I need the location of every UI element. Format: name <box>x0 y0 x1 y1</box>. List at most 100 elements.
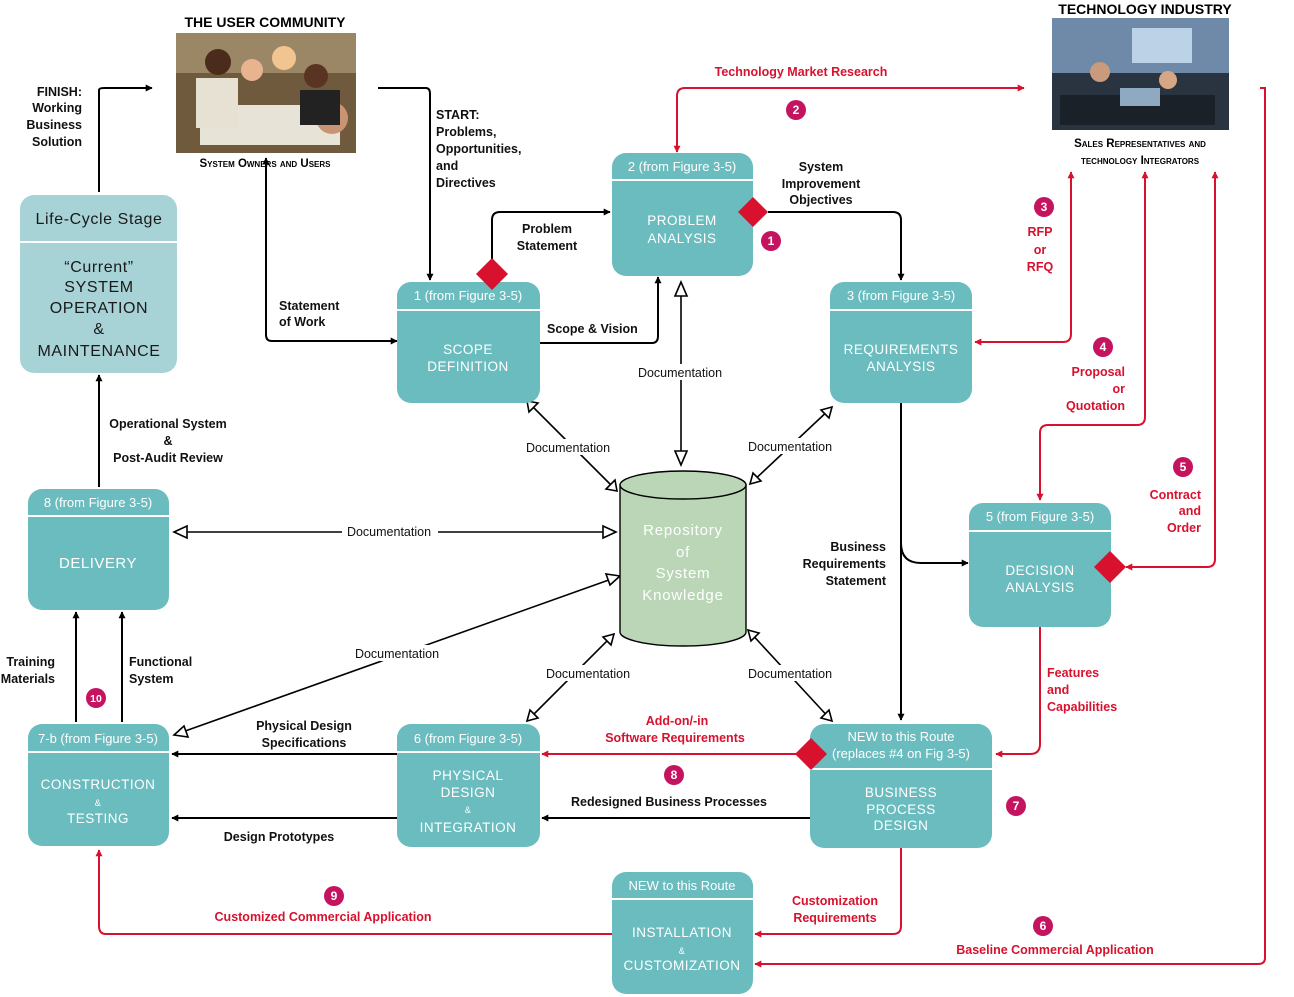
svg-text:Problem: Problem <box>522 222 572 236</box>
svg-text:BUSINESS: BUSINESS <box>865 785 937 800</box>
svg-text:5 (from Figure 3-5): 5 (from Figure 3-5) <box>986 509 1094 524</box>
svg-text:and: and <box>1047 683 1069 697</box>
svg-text:Documentation: Documentation <box>347 525 431 539</box>
stage-requirements-analysis[interactable]: 3 (from Figure 3-5) REQUIREMENTS ANALYSI… <box>830 282 972 403</box>
stage-delivery[interactable]: 8 (from Figure 3-5) DELIVERY <box>28 489 169 610</box>
svg-text:Post-Audit Review: Post-Audit Review <box>113 451 223 465</box>
svg-text:Solution: Solution <box>32 135 82 149</box>
svg-text:Business: Business <box>830 540 886 554</box>
svg-text:ANALYSIS: ANALYSIS <box>866 359 935 374</box>
svg-text:Requirements: Requirements <box>793 911 876 925</box>
stage-installation-customization[interactable]: NEW to this Route INSTALLATION & CUSTOMI… <box>612 872 753 994</box>
svg-text:SCOPE: SCOPE <box>443 342 493 357</box>
svg-text:3: 3 <box>1041 200 1048 214</box>
svg-text:Improvement: Improvement <box>782 177 861 191</box>
svg-text:Customization: Customization <box>792 894 878 908</box>
svg-text:CONSTRUCTION: CONSTRUCTION <box>41 777 156 792</box>
svg-text:of Work: of Work <box>279 315 325 329</box>
black-flows <box>72 84 969 822</box>
svg-text:and: and <box>1179 504 1201 518</box>
stage-scope-definition[interactable]: 1 (from Figure 3-5) SCOPE DEFINITION <box>397 282 540 403</box>
svg-text:Design Prototypes: Design Prototypes <box>224 830 334 844</box>
svg-text:Business: Business <box>26 118 82 132</box>
marker-6: 6 <box>1033 916 1053 936</box>
step-markers: 1 2 3 4 5 6 7 8 9 10 <box>86 100 1193 936</box>
stage-problem-analysis[interactable]: 2 (from Figure 3-5) PROBLEM ANALYSIS <box>612 153 753 276</box>
svg-text:OPERATION: OPERATION <box>50 300 148 317</box>
lifecycle-header: Life-Cycle Stage <box>36 211 163 228</box>
svg-text:Statement: Statement <box>279 299 340 313</box>
svg-text:Customized Commercial Applicat: Customized Commercial Application <box>215 910 432 924</box>
svg-text:Scope & Vision: Scope & Vision <box>547 322 638 336</box>
marker-4: 4 <box>1093 337 1113 357</box>
svg-text:Repository: Repository <box>643 522 723 539</box>
svg-text:START:: START: <box>436 108 480 122</box>
svg-text:Problems,: Problems, <box>436 125 496 139</box>
stage-decision-analysis[interactable]: 5 (from Figure 3-5) DECISION ANALYSIS <box>969 503 1111 627</box>
svg-text:6: 6 <box>1040 919 1047 933</box>
svg-text:Training: Training <box>6 655 55 669</box>
svg-text:SYSTEM: SYSTEM <box>64 279 133 296</box>
svg-text:Functional: Functional <box>129 655 192 669</box>
svg-text:7-b (from Figure 3-5): 7-b (from Figure 3-5) <box>38 731 158 746</box>
svg-text:Documentation: Documentation <box>748 667 832 681</box>
marker-2: 2 <box>786 100 806 120</box>
svg-text:Order: Order <box>1167 521 1201 535</box>
svg-text:or: or <box>1034 243 1047 257</box>
svg-text:Working: Working <box>32 101 82 115</box>
svg-text:of: of <box>676 544 690 561</box>
svg-text:Redesigned Business Processes: Redesigned Business Processes <box>571 795 767 809</box>
svg-text:FINISH:: FINISH: <box>37 85 82 99</box>
svg-text:8: 8 <box>671 768 678 782</box>
svg-text:4: 4 <box>1100 340 1107 354</box>
marker-1: 1 <box>761 231 781 251</box>
technology-industry-title: TECHNOLOGY INDUSTRY <box>1058 1 1232 17</box>
svg-text:1 (from Figure 3-5): 1 (from Figure 3-5) <box>414 288 522 303</box>
svg-text:Baseline Commercial Applicatio: Baseline Commercial Application <box>956 943 1154 957</box>
red-flow-labels: Technology Market Research RFP or RFQ Pr… <box>215 65 1202 957</box>
svg-text:5: 5 <box>1180 460 1187 474</box>
stage-business-process-design[interactable]: NEW to this Route (replaces #4 on Fig 3-… <box>810 724 992 848</box>
svg-text:CUSTOMIZATION: CUSTOMIZATION <box>624 958 741 973</box>
svg-text:PROBLEM: PROBLEM <box>647 213 717 228</box>
svg-text:MAINTENANCE: MAINTENANCE <box>37 343 160 360</box>
svg-text:Specifications: Specifications <box>262 736 347 750</box>
repository-cylinder[interactable]: Repository of System Knowledge <box>619 470 747 647</box>
svg-text:9: 9 <box>331 889 338 903</box>
svg-text:Software Requirements: Software Requirements <box>605 731 745 745</box>
decision-diamonds <box>476 197 1126 770</box>
svg-text:DELIVERY: DELIVERY <box>59 555 137 572</box>
svg-text:DESIGN: DESIGN <box>441 785 496 800</box>
svg-text:PROCESS: PROCESS <box>866 802 936 817</box>
svg-text:NEW to this Route: NEW to this Route <box>629 878 736 893</box>
svg-text:DECISION: DECISION <box>1005 563 1074 578</box>
marker-9: 9 <box>324 886 344 906</box>
stage-physical-design[interactable]: 6 (from Figure 3-5) PHYSICAL DESIGN & IN… <box>397 724 540 847</box>
svg-text:Operational System: Operational System <box>109 417 226 431</box>
svg-text:Requirements: Requirements <box>803 557 886 571</box>
svg-text:DEFINITION: DEFINITION <box>427 359 509 374</box>
stage-construction-testing[interactable]: 7-b (from Figure 3-5) CONSTRUCTION & TES… <box>28 724 169 846</box>
svg-text:and: and <box>436 159 458 173</box>
svg-text:Materials: Materials <box>1 672 55 686</box>
svg-text:TESTING: TESTING <box>67 811 129 826</box>
stage-lifecycle[interactable]: Life-Cycle Stage “Current” SYSTEM OPERAT… <box>20 195 177 373</box>
svg-text:&: & <box>679 946 686 956</box>
svg-text:&: & <box>93 321 104 338</box>
svg-text:Knowledge: Knowledge <box>642 587 723 604</box>
technology-industry-photo <box>1052 18 1229 130</box>
svg-text:Statement: Statement <box>826 574 887 588</box>
svg-text:Statement: Statement <box>517 239 578 253</box>
svg-text:Documentation: Documentation <box>546 667 630 681</box>
marker-7: 7 <box>1006 796 1026 816</box>
svg-text:7: 7 <box>1013 799 1020 813</box>
svg-text:2: 2 <box>793 103 800 117</box>
svg-text:2 (from Figure 3-5): 2 (from Figure 3-5) <box>628 159 736 174</box>
svg-text:Documentation: Documentation <box>526 441 610 455</box>
svg-text:Add-on/-in: Add-on/-in <box>646 714 708 728</box>
marker-3: 3 <box>1034 197 1054 217</box>
marker-8: 8 <box>664 765 684 785</box>
svg-text:or: or <box>1113 382 1126 396</box>
svg-text:8 (from Figure 3-5): 8 (from Figure 3-5) <box>44 495 152 510</box>
